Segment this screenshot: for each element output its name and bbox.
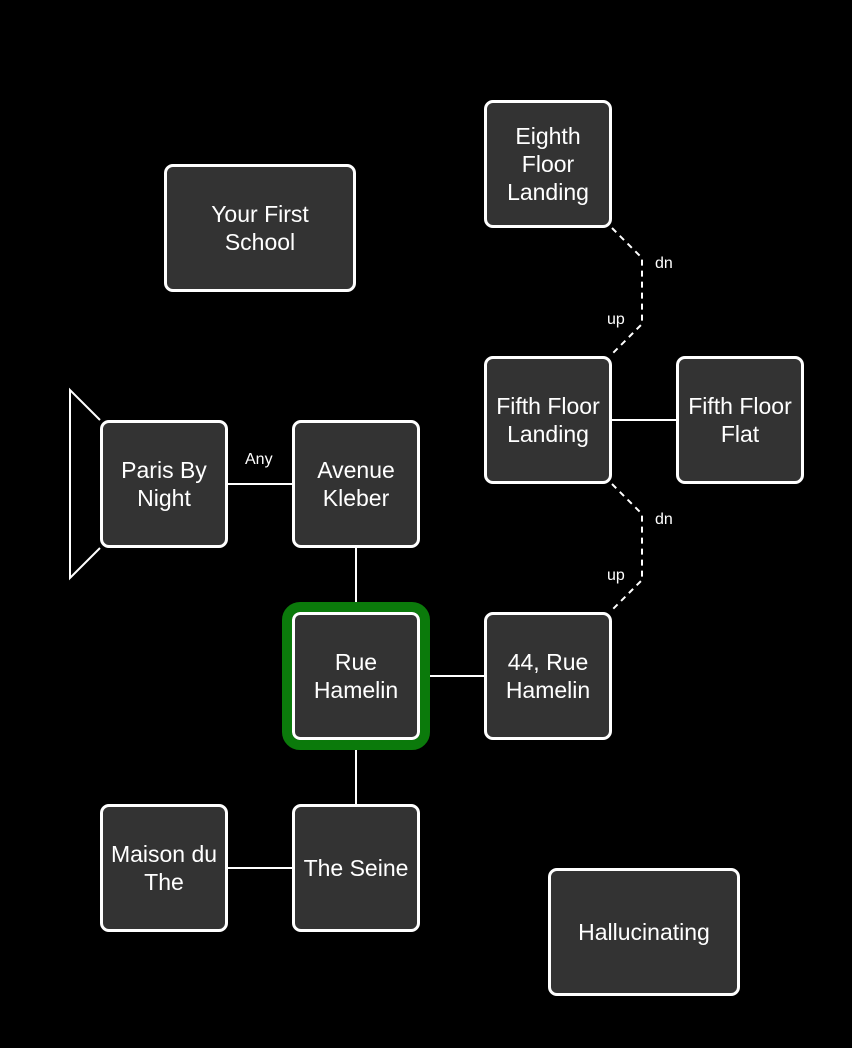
- room-label: Fifth Floor Landing: [496, 393, 600, 447]
- room-label: 44, Rue Hamelin: [505, 649, 591, 703]
- room-hallucinating[interactable]: Hallucinating: [548, 868, 740, 996]
- exit-label-fifth-down: dn: [655, 511, 673, 528]
- exit-label-44-up: up: [607, 567, 625, 584]
- room-44-rue-hamelin[interactable]: 44, Rue Hamelin: [484, 612, 612, 740]
- room-label: Your First School: [211, 201, 309, 255]
- room-avenue-kleber[interactable]: Avenue Kleber: [292, 420, 420, 548]
- room-the-seine[interactable]: The Seine: [292, 804, 420, 932]
- exit-label-eighth-down: dn: [655, 255, 673, 272]
- room-rue-hamelin-current[interactable]: Rue Hamelin: [282, 602, 430, 750]
- room-paris-by-night[interactable]: Paris By Night: [100, 420, 228, 548]
- room-label: Hallucinating: [578, 919, 710, 945]
- room-label: Fifth Floor Flat: [688, 393, 792, 447]
- link-fifth-44-dashed: [611, 483, 643, 611]
- room-label: Paris By Night: [121, 457, 207, 511]
- room-label: The Seine: [303, 855, 409, 881]
- exit-label-any: Any: [245, 451, 273, 468]
- room-label: Maison du The: [110, 841, 218, 895]
- room-fifth-floor-landing[interactable]: Fifth Floor Landing: [484, 356, 612, 484]
- room-your-first-school[interactable]: Your First School: [164, 164, 356, 292]
- link-eighth-fifth-dashed: [611, 227, 643, 355]
- room-label: Eighth Floor Landing: [507, 123, 589, 205]
- room-label: Rue Hamelin: [313, 649, 399, 703]
- stub-exit-paris-by-night: [69, 387, 101, 581]
- exit-label-fifth-up: up: [607, 311, 625, 328]
- room-maison-du-the[interactable]: Maison du The: [100, 804, 228, 932]
- room-fifth-floor-flat[interactable]: Fifth Floor Flat: [676, 356, 804, 484]
- room-eighth-floor-landing[interactable]: Eighth Floor Landing: [484, 100, 612, 228]
- room-label: Avenue Kleber: [317, 457, 395, 511]
